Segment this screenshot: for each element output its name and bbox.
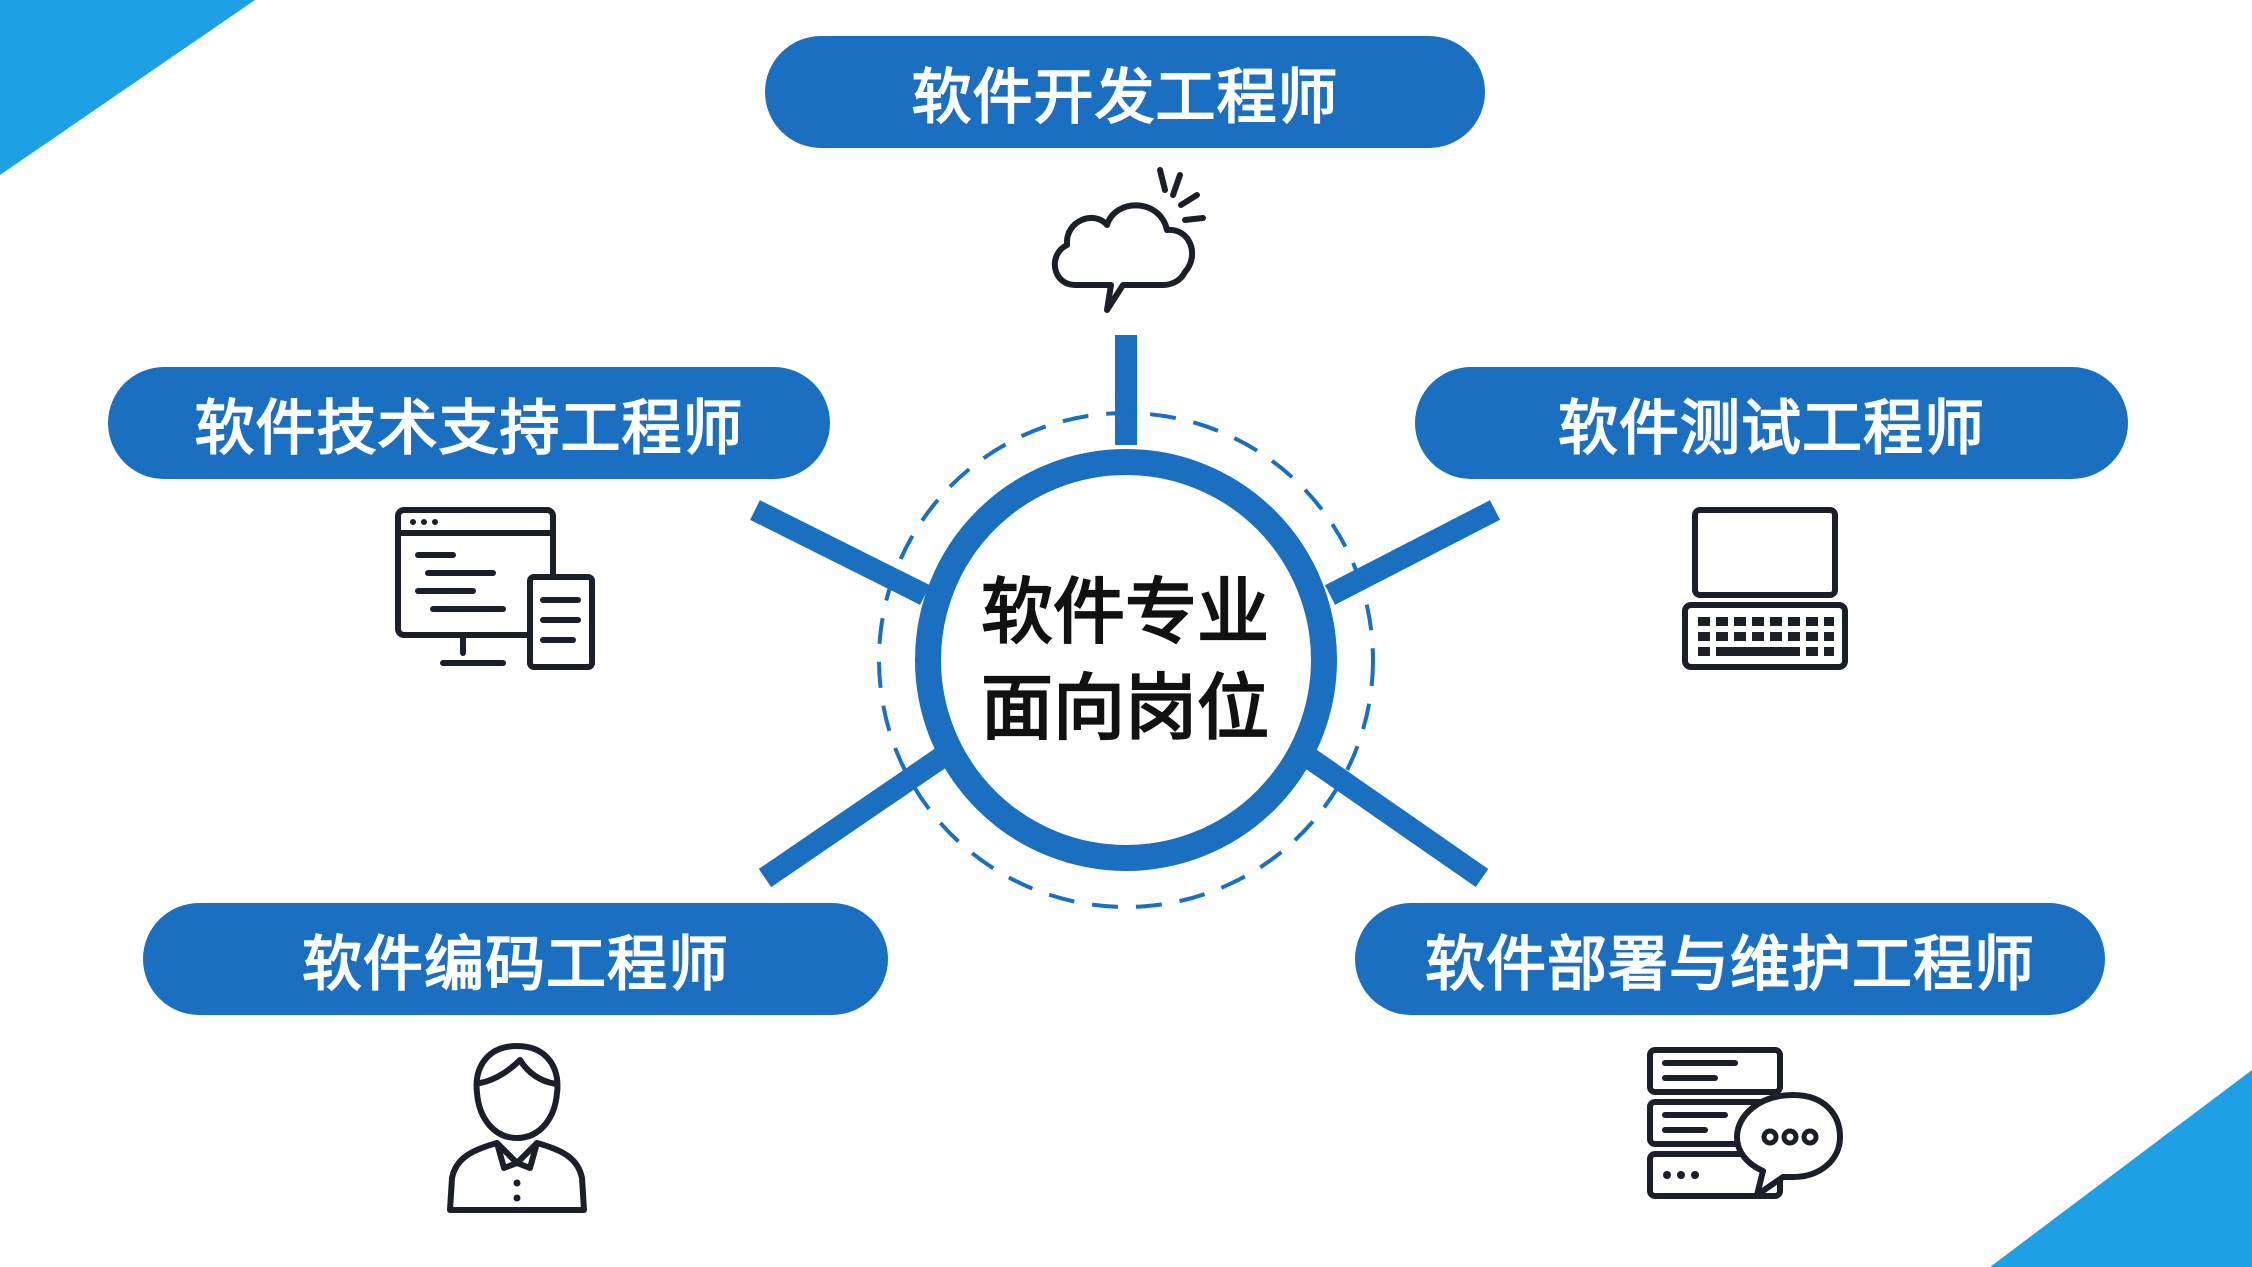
spoke-lower-right: [1298, 745, 1489, 888]
role-dev-pill: 软件开发工程师: [765, 36, 1485, 148]
role-coding-pill: 软件编码工程师: [143, 903, 888, 1015]
laptop-keyboard-icon: [1682, 507, 1848, 670]
server-chat-icon: [1647, 1047, 1843, 1199]
hub-title: 软件专业 面向岗位: [960, 545, 1290, 775]
role-test-pill: 软件测试工程师: [1415, 367, 2128, 479]
hub-ring: [915, 449, 1337, 871]
role-test-label: 软件测试工程师: [1558, 393, 1985, 464]
hub-spokes: [750, 335, 1501, 888]
role-support-pill: 软件技术支持工程师: [108, 367, 830, 479]
hub-title-line2: 面向岗位: [980, 666, 1269, 750]
bottom-right-corner-decoration: [1990, 1070, 2252, 1267]
person-icon: [447, 1043, 587, 1213]
role-deploy-pill: 软件部署与维护工程师: [1355, 903, 2105, 1015]
hub-dashed-ring: [877, 411, 1375, 909]
role-dev-label: 软件开发工程师: [911, 62, 1339, 133]
cloud-sun-icon: [1051, 167, 1206, 313]
spoke-lower-left: [758, 745, 952, 888]
role-support-label: 软件技术支持工程师: [194, 393, 744, 464]
monitor-document-icon: [395, 507, 595, 670]
spoke-upper-left: [750, 500, 930, 605]
role-coding-label: 软件编码工程师: [302, 929, 729, 1000]
top-left-corner-decoration: [0, 0, 255, 175]
hub-title-line1: 软件专业: [980, 570, 1269, 654]
role-deploy-label: 软件部署与维护工程师: [1425, 929, 2035, 1000]
spoke-upper-right: [1324, 500, 1501, 605]
